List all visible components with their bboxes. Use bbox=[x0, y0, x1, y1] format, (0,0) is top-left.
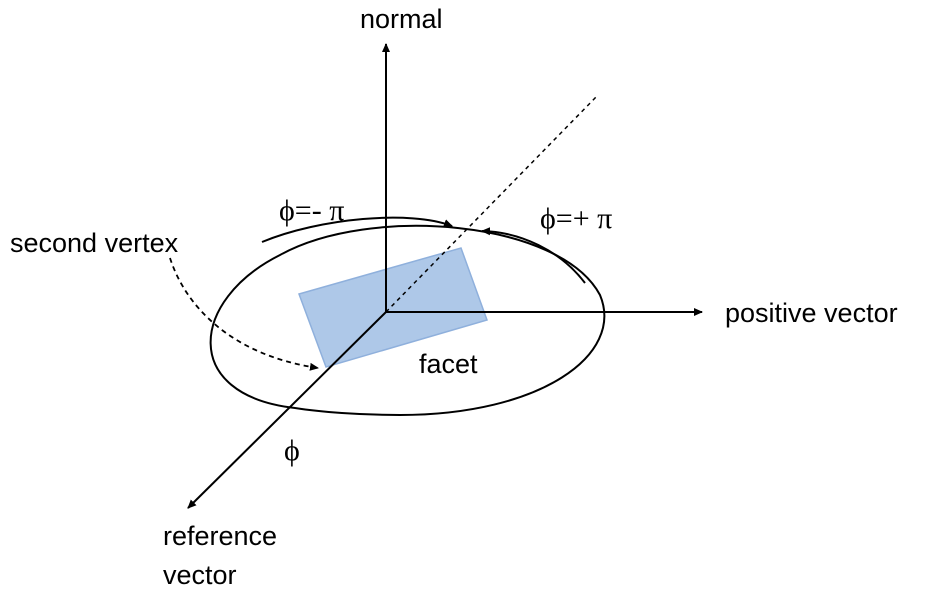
phi-plus-pi-label: ϕ=+ π bbox=[540, 202, 612, 235]
second-vertex-label: second vertex bbox=[10, 228, 179, 258]
reference-vector-axis bbox=[187, 311, 387, 509]
second-vertex-pointer bbox=[169, 257, 319, 371]
dashed-axis-line bbox=[385, 94, 599, 313]
reference-vector-label-line1: reference bbox=[163, 521, 277, 551]
phi-minus-pi-arc bbox=[261, 216, 453, 243]
facet-label: facet bbox=[419, 349, 478, 379]
reference-vector-label-line2: vector bbox=[163, 560, 237, 590]
phi-minus-pi-label: ϕ=- π bbox=[279, 194, 344, 227]
normal-label: normal bbox=[360, 4, 443, 34]
rotation-ellipse-arc bbox=[209, 224, 606, 417]
facet-rectangle bbox=[298, 247, 488, 368]
phi-plus-pi-arc bbox=[481, 227, 586, 284]
positive-vector-label: positive vector bbox=[725, 298, 898, 328]
phi-label: ϕ bbox=[284, 434, 300, 467]
